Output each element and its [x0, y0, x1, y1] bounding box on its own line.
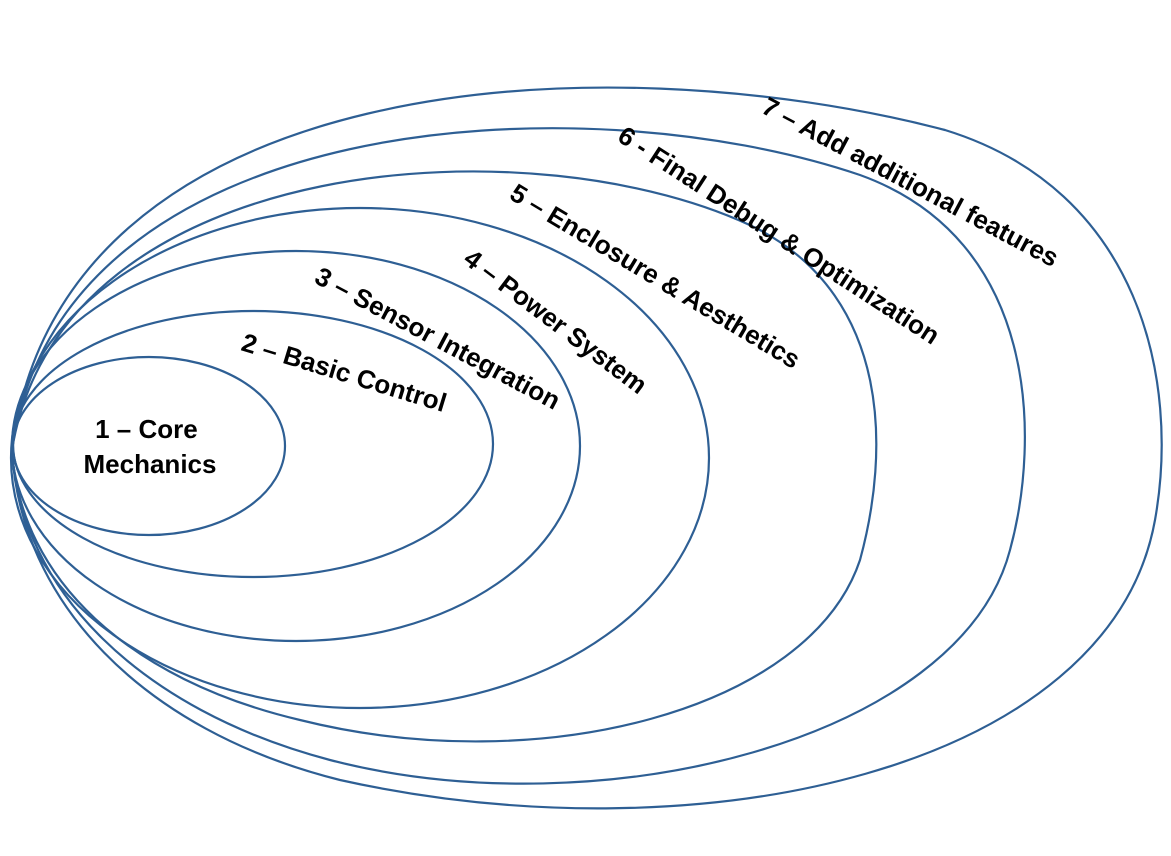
- level-1-label-line2: Mechanics: [84, 449, 217, 479]
- level-1-label-line1: 1 – Core: [95, 414, 198, 444]
- ring-4: [9, 206, 711, 710]
- level-1-label: 1 – Core Mechanics: [84, 414, 217, 479]
- ring-1: [11, 355, 287, 537]
- ring-7: [10, 86, 1163, 810]
- level-6-label: 6 - Final Debug & Optimization: [613, 120, 946, 350]
- ring-3: [10, 249, 582, 643]
- ring-5: [10, 170, 878, 743]
- ring-6: [10, 127, 1026, 785]
